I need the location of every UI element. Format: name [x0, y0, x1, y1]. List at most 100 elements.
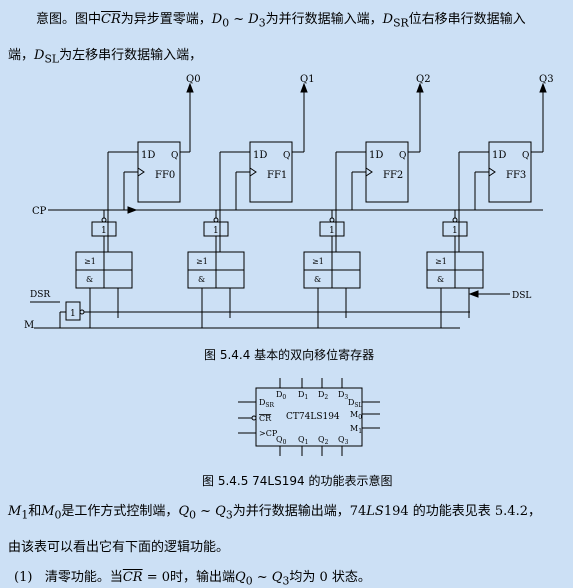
pin-dsr: DSR — [259, 398, 275, 409]
q-arrow — [539, 82, 547, 93]
ff-d-label: 1D — [492, 150, 506, 161]
or-label: ≥1 — [435, 257, 447, 266]
ff-d-label: 1D — [253, 150, 267, 161]
inverter-bubble — [329, 217, 335, 223]
dsr-symbol: D — [382, 12, 394, 27]
ff-q-label: Q — [522, 151, 529, 161]
output-label-3: Q3 — [539, 74, 554, 85]
pin-q2: Q2 — [318, 435, 329, 446]
q3-symbol: Q — [215, 504, 226, 519]
or-label: ≥1 — [312, 257, 324, 266]
and-amp-label: & — [314, 275, 321, 284]
or-label: ≥1 — [84, 257, 96, 266]
text-fragment: = 0时，输出端 — [142, 570, 236, 585]
cp-label: CP — [32, 206, 47, 217]
text-fragment: ~ — [229, 12, 249, 27]
q0-symbol: Q — [235, 570, 246, 585]
flip-flop-0 — [137, 141, 181, 203]
inverter-bubble — [101, 217, 107, 223]
text-fragment: 意图。图中 — [36, 12, 102, 27]
inverter-label: 1 — [70, 309, 76, 319]
q0-symbol: Q — [178, 504, 190, 519]
flip-flop-2 — [365, 141, 409, 203]
or-label: ≥1 — [196, 257, 208, 266]
pin-q3: Q3 — [338, 435, 349, 446]
subscript: SL — [44, 52, 60, 66]
text-fragment: 端， — [8, 48, 35, 63]
pin-q1: Q1 — [298, 435, 308, 446]
ff-name: FF0 — [155, 170, 175, 181]
ff-q-label: Q — [171, 151, 178, 161]
m-label: M — [24, 320, 34, 331]
and-label: 1 — [213, 226, 219, 236]
output-label-1: Q1 — [300, 74, 315, 85]
paragraph-line-3: M1和M0是工作方式控制端，Q0 ~ Q3为并行数据输出端，74LS194 的功… — [8, 500, 541, 522]
and-amp-label: & — [198, 275, 205, 284]
paragraph-line-2: 端，DSL为左移串行数据输入端， — [8, 44, 202, 66]
pin-dsl: DSL — [348, 398, 363, 409]
list-number: (1) — [14, 570, 33, 585]
subscript: 0 — [222, 16, 230, 30]
pin-cr: CR — [259, 414, 272, 423]
subscript: 0 — [189, 508, 196, 522]
dsl-label: DSL — [512, 291, 531, 301]
inverter-bubble — [213, 217, 219, 223]
pin-cp: >CP — [259, 429, 278, 438]
ff-d-label: 1D — [369, 150, 383, 161]
and-amp-label: & — [437, 275, 444, 284]
figure-1-caption: 图 5.4.4 基本的双向移位寄存器 — [204, 348, 375, 362]
subscript: SR — [393, 16, 409, 30]
pin-q0: Q0 — [276, 435, 287, 446]
and-amp-label: & — [86, 275, 93, 284]
subscript: 3 — [225, 508, 233, 522]
pin-d0: D0 — [276, 390, 286, 401]
subscript: 0 — [245, 574, 253, 588]
clock-triangle — [488, 167, 496, 177]
clock-triangle — [249, 167, 257, 177]
flip-flop-3 — [488, 141, 532, 203]
ff-q-label: Q — [283, 151, 290, 161]
cr-symbol: CR — [101, 12, 121, 27]
text-fragment: 为并行数据输入端， — [265, 12, 383, 27]
text-fragment: 为并行数据输出端，74 — [232, 504, 367, 519]
flip-flop-1 — [249, 141, 293, 203]
text-fragment: 是工作方式控制端， — [61, 504, 179, 519]
q3-symbol: Q — [271, 570, 283, 585]
dsr-label: DSR — [30, 290, 50, 300]
paragraph-line-1: 意图。图中CR为异步置零端，D0 ~ D3为并行数据输入端，DSR位右移串行数据… — [36, 8, 526, 30]
text-fragment: ~ — [252, 570, 272, 585]
q-arrow — [186, 82, 194, 93]
ff-d-label: 1D — [141, 150, 155, 161]
m0-symbol: M — [41, 504, 55, 519]
arrow — [127, 206, 138, 214]
clock-triangle — [137, 167, 145, 177]
d3-symbol: D — [248, 12, 259, 27]
subscript: 1 — [21, 508, 29, 522]
chip-name: CT74LS194 — [286, 412, 340, 422]
text-fragment: 均为 0 状态。 — [289, 570, 371, 585]
paragraph-line-4: 由该表可以看出它有下面的逻辑功能。 — [8, 540, 230, 555]
paragraph-line-5: (1) 清零功能。当CR = 0时，输出端Q0 ~ Q3均为 0 状态。 — [14, 566, 371, 588]
ff-name: FF3 — [506, 170, 526, 181]
ls-symbol: LS — [366, 504, 384, 519]
dsl-arrow — [468, 290, 479, 298]
pin-m1: M1 — [350, 424, 362, 435]
pin-d1: D1 — [298, 390, 308, 401]
clock-triangle — [365, 167, 373, 177]
pin-m0: M0 — [350, 410, 362, 421]
cr-symbol: CR — [122, 570, 143, 585]
q-arrow — [416, 82, 424, 93]
text-fragment: 为异步置零端， — [120, 12, 212, 27]
text-fragment: 和 — [28, 504, 42, 519]
text-fragment: ~ — [196, 504, 216, 519]
and-label: 1 — [329, 226, 335, 236]
text-fragment: 清零功能。当 — [44, 570, 123, 585]
inverter-bubble — [452, 217, 458, 223]
text-fragment: 194 的功能表见表 5.4.2， — [383, 504, 541, 519]
subscript: 3 — [282, 574, 290, 588]
subscript: 0 — [54, 508, 62, 522]
q-arrow — [300, 82, 308, 93]
pin-d3: D3 — [338, 390, 348, 401]
ff-name: FF1 — [267, 170, 287, 181]
